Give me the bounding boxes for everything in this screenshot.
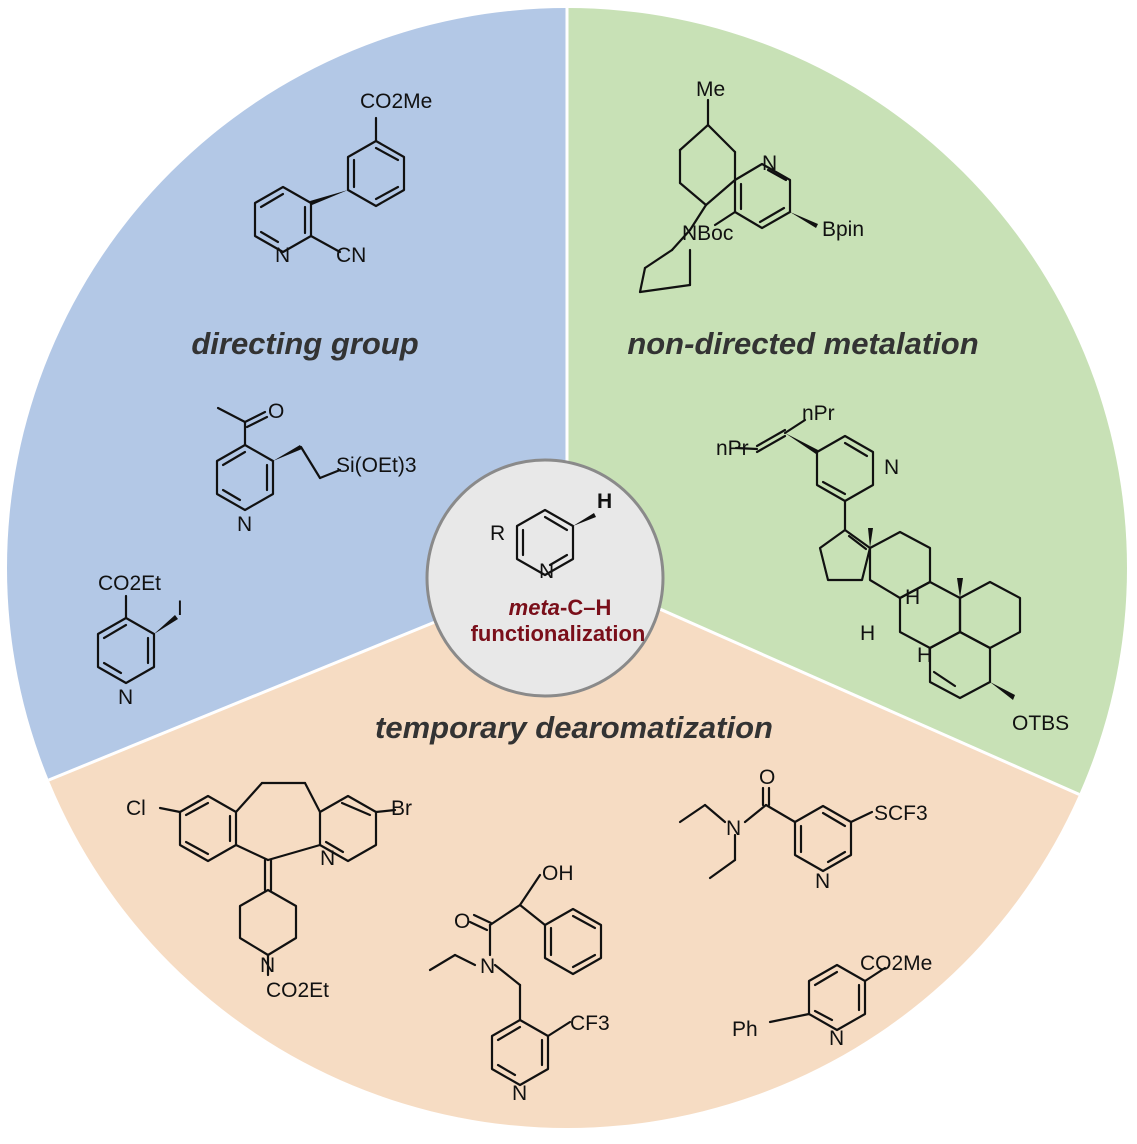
label-si: Si(OEt)3 <box>336 454 417 477</box>
molecule-hydroxy-amide <box>428 873 603 1087</box>
label-h-1: H <box>905 586 920 609</box>
label-n-c: N <box>237 513 252 536</box>
label-n-e: N <box>884 456 899 479</box>
molecule-center-pyridine <box>515 508 596 577</box>
label-n-d: N <box>118 686 133 709</box>
label-h-3: H <box>917 644 932 667</box>
molecule-bridged-pyridine-bpin <box>638 98 818 294</box>
label-me: Me <box>696 78 725 101</box>
label-h-2: H <box>860 622 875 645</box>
label-npr-1: nPr <box>802 402 835 425</box>
label-co2me-2: CO2Me <box>860 952 932 975</box>
label-otbs: OTBS <box>1012 712 1069 735</box>
label-cf3: CF3 <box>570 1012 610 1035</box>
center-circle <box>425 458 665 698</box>
label-n-b: N <box>762 152 777 175</box>
temporary-dearomatization-sector <box>7 568 1127 1128</box>
section-title-temporary-dearomatization: temporary dearomatization <box>375 710 773 745</box>
label-oh: OH <box>542 862 574 885</box>
label-ph: Ph <box>732 1018 758 1041</box>
label-n-j: N <box>726 817 741 840</box>
center-label-h: H <box>597 490 612 513</box>
label-n-k: N <box>815 870 830 893</box>
molecule-tricyclic-piperidine <box>158 781 397 977</box>
label-br: Br <box>391 797 412 820</box>
molecule-acetyl-pyridine-silane <box>215 406 342 512</box>
label-bpin: Bpin <box>822 218 864 241</box>
center-title-ch: -C–H <box>560 595 611 620</box>
molecule-aryl-cyanopyridine <box>253 116 406 254</box>
label-cl: Cl <box>126 797 146 820</box>
label-cn: CN <box>336 244 366 267</box>
molecule-phenyl-nicotinate <box>768 963 887 1032</box>
label-n-h: N <box>480 955 495 978</box>
label-n-f: N <box>320 847 335 870</box>
label-iodo: I <box>177 597 183 620</box>
label-co2et-2: CO2Et <box>266 979 329 1002</box>
label-n-i: N <box>512 1082 527 1105</box>
center-label-n: N <box>539 560 554 583</box>
center-title-line2: functionalization <box>471 621 646 646</box>
label-o-amide2: O <box>759 766 775 789</box>
molecule-steroid-pyridine <box>734 418 1022 700</box>
label-n-g: N <box>260 954 275 977</box>
label-o-amide: O <box>454 910 470 933</box>
center-title-line1: meta-C–H <box>509 595 612 620</box>
label-npr-2: nPr <box>716 437 749 460</box>
label-scf3: SCF3 <box>874 802 928 825</box>
molecule-scf3-nicotinamide <box>678 786 874 880</box>
center-label-r: R <box>490 522 505 545</box>
center-title-meta: meta <box>509 595 560 620</box>
label-co2me-1: CO2Me <box>360 90 432 113</box>
label-n-l: N <box>829 1027 844 1050</box>
molecule-iodo-isonicotinate <box>96 594 178 685</box>
label-n-a: N <box>275 244 290 267</box>
label-co2et-1: CO2Et <box>98 572 161 595</box>
label-nboc: NBoc <box>682 222 733 245</box>
section-title-non-directed-metalation: non-directed metalation <box>627 326 978 361</box>
label-o-ketone: O <box>268 400 284 423</box>
section-title-directing-group: directing group <box>191 326 418 361</box>
